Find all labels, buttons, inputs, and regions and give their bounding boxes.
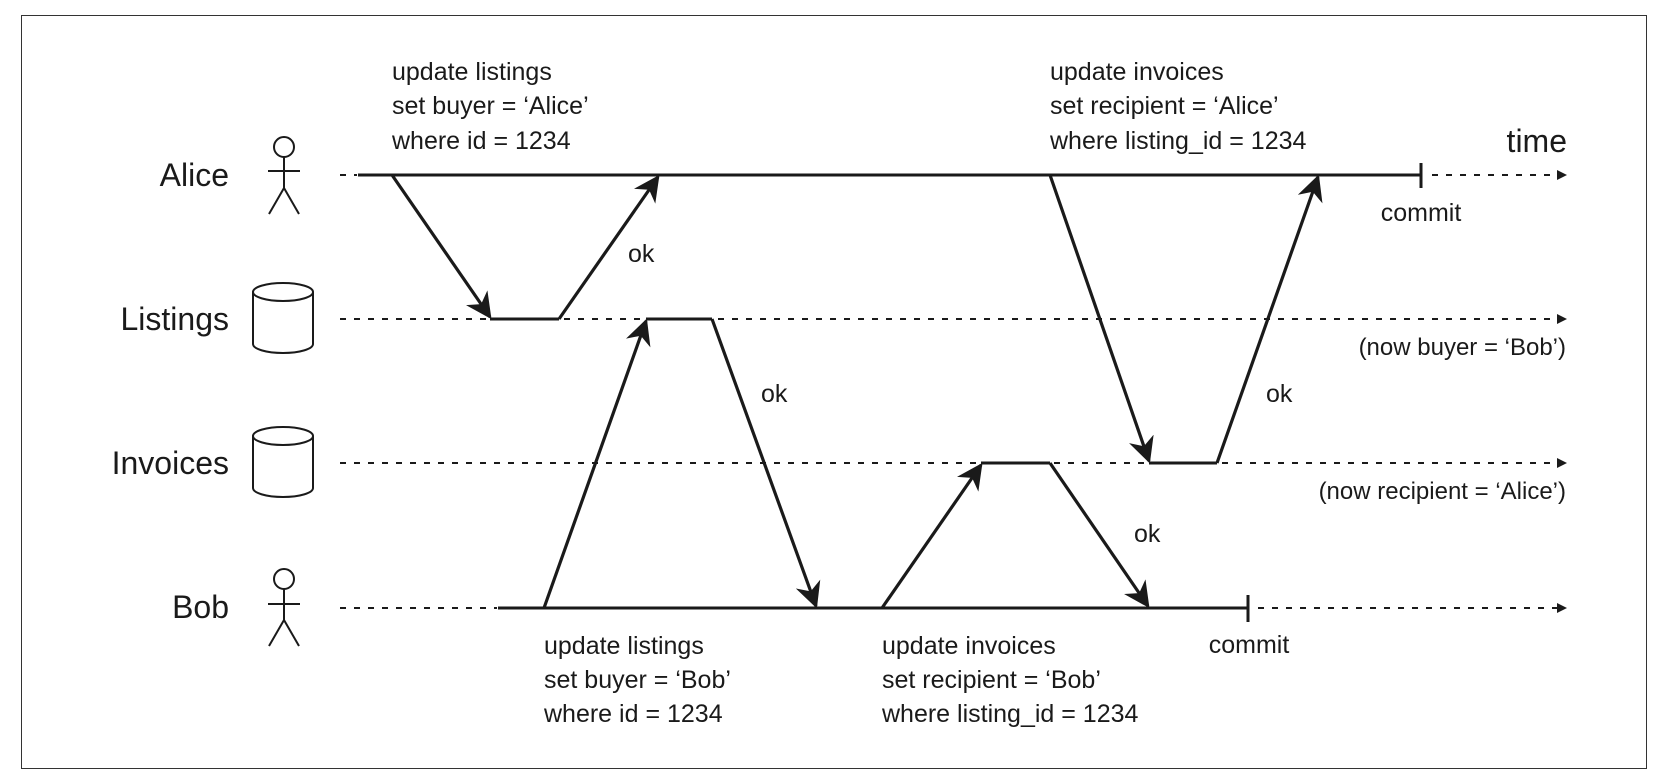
actor-label-alice: Alice [160,157,229,193]
query-line: where listing_id = 1234 [1049,127,1307,155]
query-line: where id = 1234 [543,700,723,728]
arrow-bob-to-invoices [880,462,983,609]
arrow-listings-ok-to-alice [557,174,660,320]
ok-label: ok [628,240,655,268]
query-alice-update-listings: update listings set buyer = ‘Alice’ wher… [391,58,589,155]
query-line: update invoices [1050,58,1224,86]
query-line: update listings [544,632,704,660]
arrow-invoices-ok-to-alice [1215,174,1323,464]
timeline-bob [340,595,1567,622]
query-bob-update-listings: update listings set buyer = ‘Bob’ where … [543,632,731,728]
arrow-alice-to-listings [390,174,492,320]
query-line: set recipient = ‘Alice’ [1050,92,1279,120]
actor-label-invoices: Invoices [112,445,229,481]
query-line: where id = 1234 [391,127,571,155]
query-line: update listings [392,58,552,86]
query-line: update invoices [882,632,1056,660]
query-line: set buyer = ‘Bob’ [544,666,731,694]
arrow-invoices-ok-to-bob [1048,462,1150,609]
ok-label: ok [761,380,788,408]
ok-label: ok [1266,380,1293,408]
arrow-bob-to-listings [542,318,651,609]
actor-label-bob: Bob [172,589,229,625]
arrow-listings-ok-to-bob [710,318,821,609]
commit-label-bob: commit [1209,631,1290,659]
database-icon-invoices [252,426,314,498]
query-bob-update-invoices: update invoices set recipient = ‘Bob’ wh… [881,632,1139,728]
person-icon-bob [268,568,300,647]
final-state-listings: (now buyer = ‘Bob’) [1359,334,1566,361]
actor-label-listings: Listings [121,301,230,337]
timeline-alice [340,163,1567,188]
time-axis-label: time [1507,123,1567,159]
database-icon-listings [252,282,314,354]
query-line: where listing_id = 1234 [881,700,1139,728]
query-line: set buyer = ‘Alice’ [392,92,589,120]
final-state-invoices: (now recipient = ‘Alice’) [1319,478,1566,505]
arrow-alice-to-invoices [1048,174,1154,464]
ok-label: ok [1134,520,1161,548]
query-alice-update-invoices: update invoices set recipient = ‘Alice’ … [1049,58,1307,155]
person-icon-alice [268,136,300,215]
commit-label-alice: commit [1381,199,1462,227]
query-line: set recipient = ‘Bob’ [882,666,1101,694]
